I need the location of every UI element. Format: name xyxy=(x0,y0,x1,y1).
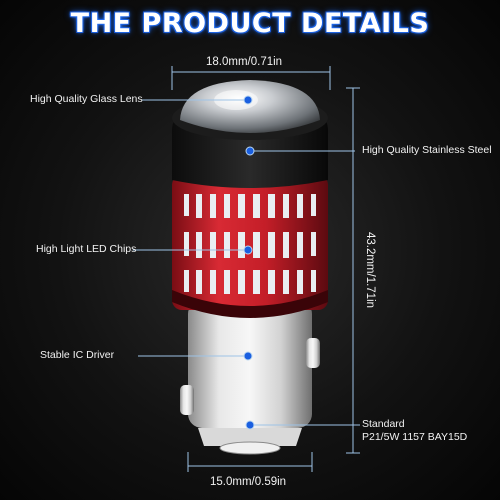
height-dimension-line xyxy=(346,87,360,454)
bottom-dimension-line xyxy=(187,452,313,472)
led-chips xyxy=(184,194,316,294)
bulb-base xyxy=(180,300,320,455)
bottom-width-label: 15.0mm/0.59in xyxy=(210,476,287,488)
glass-lens xyxy=(172,80,328,140)
page-title: THE PRODUCT DETAILS xyxy=(70,8,430,39)
callout-markers xyxy=(243,95,255,430)
height-label: 43.2mm/1.71in xyxy=(364,231,376,309)
callout-leaders xyxy=(133,99,360,426)
glass-lens-label: High Quality Glass Lens xyxy=(30,93,143,105)
top-dimension-line xyxy=(171,66,331,90)
led-chips-label: High Light LED Chips xyxy=(36,243,137,255)
top-width-label: 18.0mm/0.71in xyxy=(206,56,283,68)
stainless-steel-label: High Quality Stainless Steel xyxy=(362,144,492,156)
standard-value: P21/5W 1157 BAY15D xyxy=(362,431,468,443)
standard-label: Standard xyxy=(362,418,405,430)
ic-driver-label: Stable IC Driver xyxy=(40,349,115,361)
